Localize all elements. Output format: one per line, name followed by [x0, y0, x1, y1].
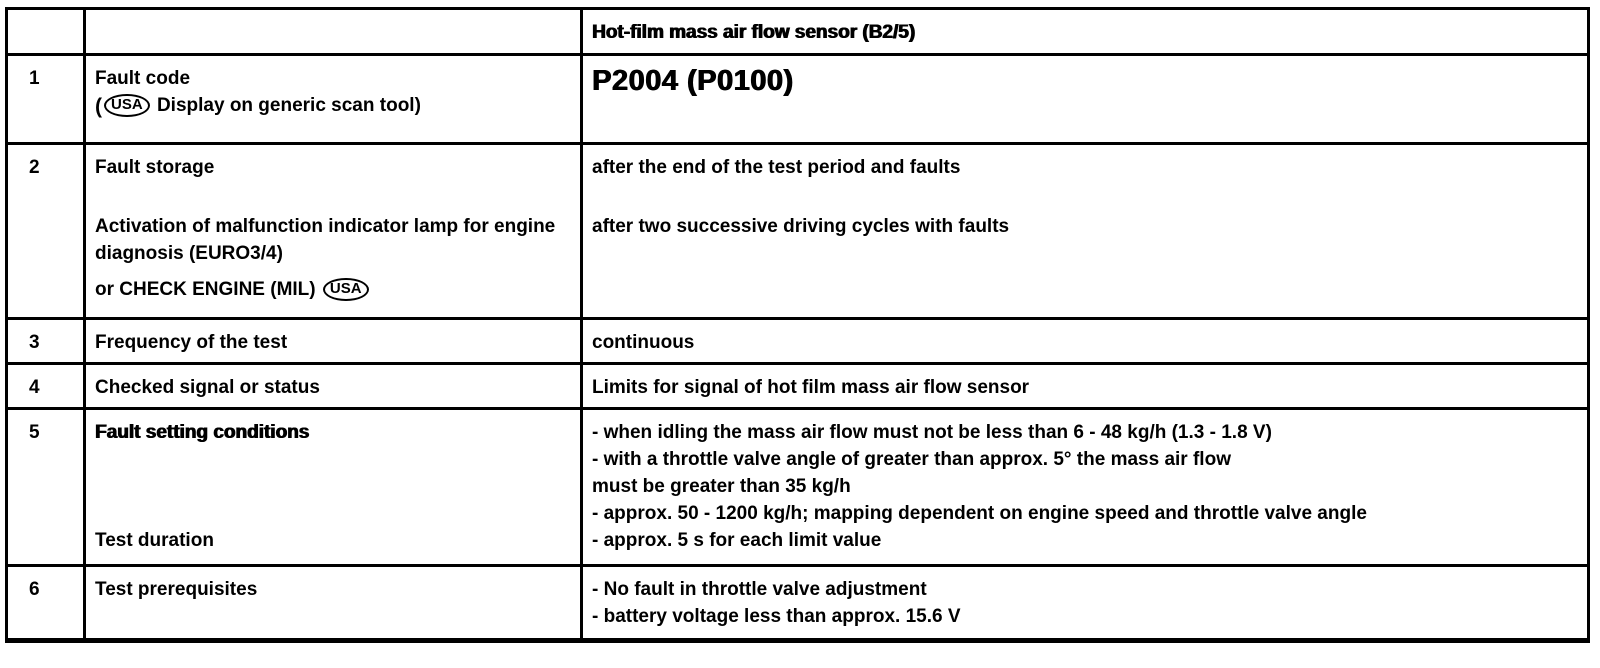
- test-frequency-value: continuous: [580, 320, 1587, 362]
- table-header-row: Hot-film mass air flow sensor (B2/5): [8, 10, 1587, 53]
- row-number: 2: [29, 157, 40, 178]
- usa-badge-icon: USA: [322, 278, 369, 302]
- header-label-cell: [83, 10, 580, 53]
- table-row-checked-signal: 4 Checked signal or status Limits for si…: [8, 362, 1587, 407]
- test-prerequisites-value-cell: - No fault in throttle valve adjustment …: [580, 567, 1587, 638]
- prerequisite-line: - battery voltage less than approx. 15.6…: [592, 606, 961, 627]
- row-number: 5: [29, 422, 40, 443]
- header-value-cell: Hot-film mass air flow sensor (B2/5): [580, 10, 1587, 53]
- generic-scan-tool-text: Display on generic scan tool): [156, 95, 421, 116]
- test-prerequisites-label: Test prerequisites: [83, 567, 580, 638]
- fault-setting-conditions-label: Fault setting conditions: [95, 422, 310, 443]
- fault-storage-value-cell: after the end of the test period and fau…: [580, 145, 1587, 317]
- usa-badge-icon: USA: [104, 94, 150, 118]
- header-number-cell: [8, 10, 83, 53]
- open-paren: (: [95, 95, 102, 118]
- fault-storage-value: after the end of the test period and fau…: [592, 157, 961, 178]
- table-row-fault-storage: 2 Fault storage Activation of malfunctio…: [8, 142, 1587, 317]
- check-engine-label: or CHECK ENGINE (MIL): [95, 279, 316, 300]
- condition-line: - with a throttle valve angle of greater…: [592, 449, 1231, 470]
- table-row-test-frequency: 3 Frequency of the test continuous: [8, 317, 1587, 362]
- test-frequency-label: Frequency of the test: [83, 320, 580, 362]
- table-row-fault-code: 1 Fault code (USA Display on generic sca…: [8, 53, 1587, 142]
- fault-code-value: P2004 (P0100): [592, 65, 794, 97]
- checked-signal-label: Checked signal or status: [83, 365, 580, 407]
- fault-storage-label-cell: Fault storage Activation of malfunction …: [83, 145, 580, 317]
- mil-activation-label: Activation of malfunction indicator lamp…: [95, 216, 556, 264]
- prerequisite-line: - No fault in throttle valve adjustment: [592, 579, 927, 600]
- check-engine-label-line: or CHECK ENGINE (MIL) USA: [95, 276, 570, 303]
- sensor-title: Hot-film mass air flow sensor (B2/5): [592, 22, 916, 43]
- condition-line: - approx. 50 - 1200 kg/h; mapping depend…: [592, 503, 1367, 524]
- row-number: 6: [29, 579, 40, 600]
- checked-signal-value: Limits for signal of hot film mass air f…: [580, 365, 1587, 407]
- row-number: 1: [29, 68, 40, 89]
- row-number: 3: [29, 332, 40, 353]
- fault-code-label: Fault code: [95, 68, 191, 89]
- row-number: 4: [29, 377, 40, 398]
- test-duration-value: - approx. 5 s for each limit value: [592, 530, 882, 551]
- table-row-fault-setting-conditions: 5 Fault setting conditions Test duration…: [8, 407, 1587, 564]
- fault-code-value-cell: P2004 (P0100): [580, 56, 1587, 142]
- table-row-test-prerequisites: 6 Test prerequisites - No fault in throt…: [8, 564, 1587, 638]
- fault-storage-label: Fault storage: [95, 157, 215, 178]
- fault-code-sub-label: (USA Display on generic scan tool): [95, 92, 570, 120]
- fault-setting-value-cell: - when idling the mass air flow must not…: [580, 410, 1587, 564]
- fault-code-table: Hot-film mass air flow sensor (B2/5) 1 F…: [5, 7, 1590, 643]
- fault-code-label-cell: Fault code (USA Display on generic scan …: [83, 56, 580, 142]
- condition-line: must be greater than 35 kg/h: [592, 476, 851, 497]
- test-duration-label: Test duration: [95, 530, 214, 551]
- fault-setting-label-cell: Fault setting conditions Test duration: [83, 410, 580, 564]
- condition-line: - when idling the mass air flow must not…: [592, 422, 1272, 443]
- driving-cycles-value: after two successive driving cycles with…: [592, 216, 1010, 237]
